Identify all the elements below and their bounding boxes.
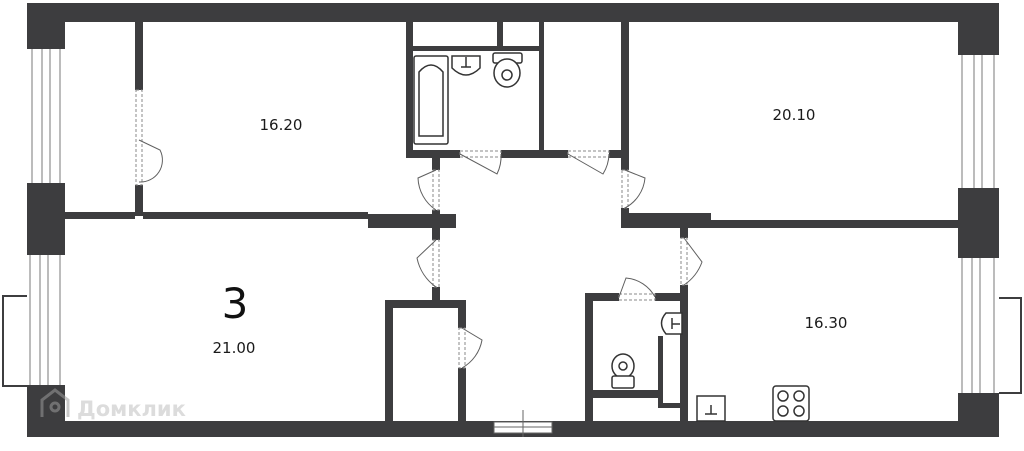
top-wall xyxy=(27,3,999,22)
wall-bathroom-left xyxy=(406,22,413,158)
kitchen-sink-icon xyxy=(696,395,726,422)
left-wall-upper xyxy=(27,3,65,49)
wall-kitchen-left-top xyxy=(680,228,688,238)
outer-walls xyxy=(27,3,999,437)
windows xyxy=(29,49,995,437)
right-wall-upper xyxy=(958,3,999,55)
window-right-lower xyxy=(961,258,995,393)
right-wall-middle xyxy=(958,188,999,258)
wall-bathroom-right xyxy=(539,22,544,158)
fixtures xyxy=(413,52,810,422)
wall-storage-left xyxy=(385,300,393,421)
doors xyxy=(135,89,703,369)
wall-corridor-left xyxy=(432,158,440,170)
door-bedroom-left xyxy=(417,169,440,211)
wall-bathroom-bottom-c xyxy=(609,150,629,158)
area-label-bedroom-right: 20.10 xyxy=(773,106,816,124)
wall-corridor-left-b xyxy=(432,210,440,240)
left-wall-middle xyxy=(27,183,65,255)
watermark-text: Домклик xyxy=(77,397,186,421)
wall-storage-top xyxy=(385,300,465,308)
door-bathroom-b xyxy=(567,150,610,175)
wall-bathroom-bottom-b xyxy=(501,150,568,158)
wall-corridor-left-c xyxy=(432,287,440,302)
door-bathroom-a xyxy=(459,150,502,175)
wall-closet-left xyxy=(135,22,143,90)
window-left-lower xyxy=(29,255,61,385)
right-wall-lower xyxy=(958,393,999,437)
balcony-left xyxy=(2,295,27,387)
wall-horizontal-left-b xyxy=(143,212,368,219)
wall-storage-right xyxy=(458,300,466,328)
wall-horizontal-left-a xyxy=(65,212,135,219)
wall-horizontal-right-a xyxy=(621,213,711,228)
wall-closet-left-lower xyxy=(135,185,143,216)
balcony-right xyxy=(999,297,1022,394)
balconies xyxy=(2,295,1022,394)
wall-wc-partition xyxy=(658,336,663,408)
wall-wc-shelf xyxy=(593,390,658,398)
interior-walls xyxy=(65,22,958,421)
watermark: Домклик xyxy=(40,388,186,421)
window-right-upper xyxy=(961,55,995,188)
wall-wc-top-b xyxy=(655,293,688,301)
wall-bedroom-right-left xyxy=(621,22,629,170)
door-kitchen xyxy=(680,237,703,286)
area-labels: 16.20 20.10 21.00 16.30 3 xyxy=(213,106,848,357)
wall-horizontal-right-b xyxy=(711,220,958,228)
wall-bathroom-bottom xyxy=(406,150,460,158)
wall-bathroom-shelf xyxy=(413,46,539,51)
wall-horizontal-left-c xyxy=(368,214,456,228)
wall-bathroom-divider xyxy=(497,22,503,51)
wall-kitchen-left xyxy=(680,285,688,421)
door-storage xyxy=(458,327,483,369)
door-bedroom-right xyxy=(621,169,646,209)
area-label-living: 21.00 xyxy=(213,339,256,357)
wc-toilet-icon xyxy=(611,353,635,389)
bathtub-icon xyxy=(413,55,449,145)
wall-wc-partition-b xyxy=(658,403,680,408)
area-label-kitchen: 16.30 xyxy=(805,314,848,332)
window-left-upper xyxy=(31,49,61,183)
sink-icon xyxy=(451,55,481,76)
door-wc xyxy=(618,277,656,301)
wc-sink-icon xyxy=(660,312,683,335)
wall-wc-left xyxy=(585,293,593,421)
room-count: 3 xyxy=(222,279,249,328)
door-closet-left xyxy=(135,89,163,186)
area-label-bedroom-left: 16.20 xyxy=(260,116,303,134)
toilet-icon xyxy=(492,52,523,88)
door-living xyxy=(416,239,440,288)
domclick-logo-icon xyxy=(40,388,70,417)
balcony-door-bottom xyxy=(493,410,553,437)
wall-storage-right-b xyxy=(458,368,466,421)
wall-wc-top xyxy=(585,293,619,301)
stove-icon xyxy=(772,385,810,422)
